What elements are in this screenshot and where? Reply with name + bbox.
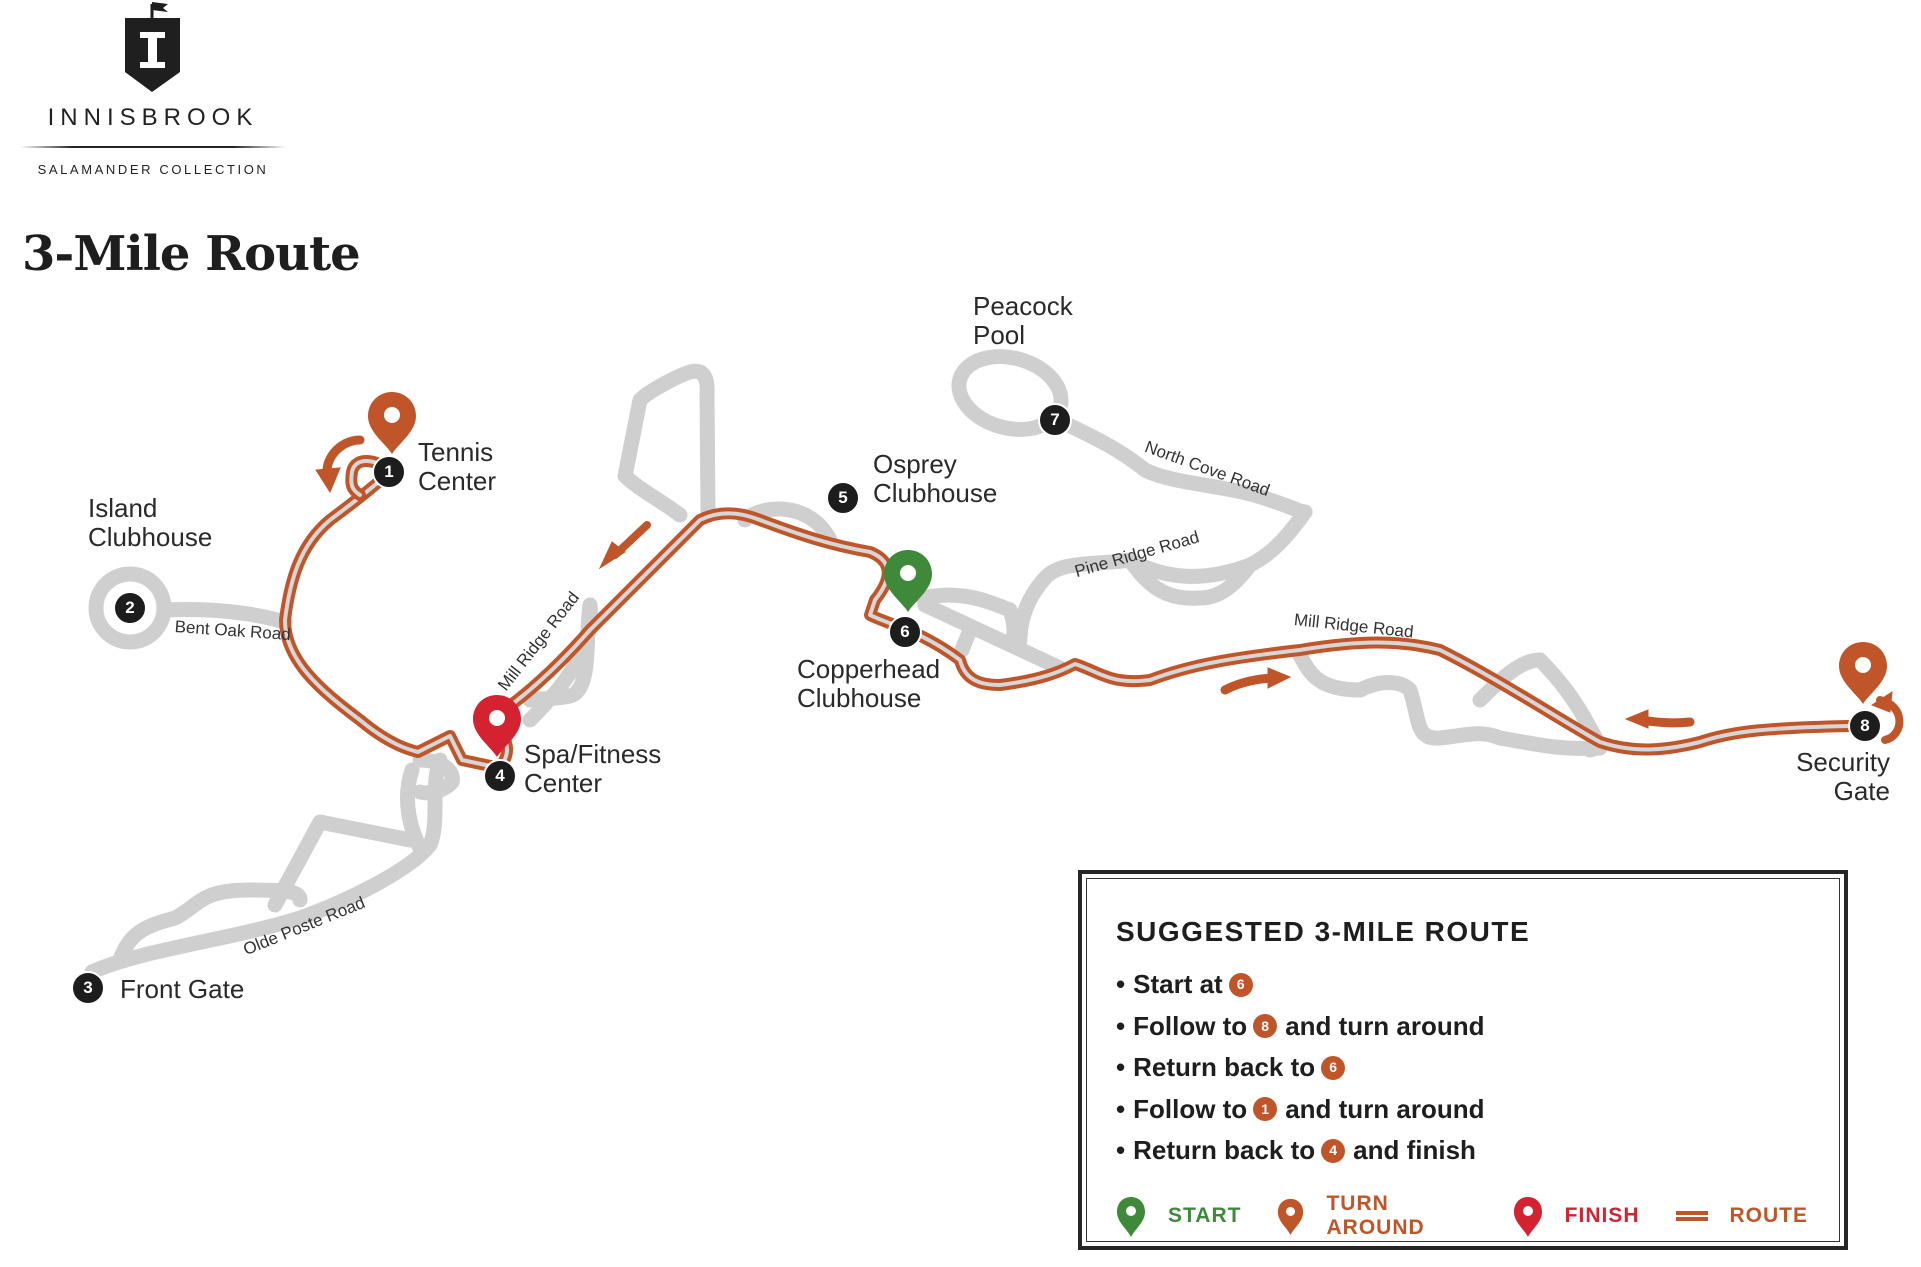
bullet: • (1116, 1052, 1126, 1082)
step-text: Return back to (1133, 1135, 1316, 1165)
legend-key-route: ROUTE (1675, 1204, 1809, 1228)
legend-key-finish: FINISH (1513, 1195, 1640, 1237)
legend-inner-border (1086, 878, 1840, 1242)
finish-pin-icon (1513, 1197, 1542, 1237)
place-label-security-gate: Security Gate (1796, 747, 1890, 806)
map-marker-7[interactable]: 7 (1038, 403, 1072, 437)
legend-key: START TURN AROUND FINISH ROUTE (1116, 1192, 1844, 1240)
map-marker-1[interactable]: 1 (372, 455, 406, 489)
finish-pin-icon (473, 695, 521, 757)
map-marker-2[interactable]: 2 (113, 591, 147, 625)
legend-key-turn-around: TURN AROUND (1277, 1192, 1476, 1240)
marker-badge: 6 (1321, 1055, 1346, 1080)
page-title: 3-Mile Route (22, 226, 361, 282)
direction-arrows (315, 435, 1904, 744)
step-text: Follow to (1133, 1093, 1248, 1124)
route-step: • Follow to 1 and turn around (1116, 1089, 1485, 1131)
bullet: • (1116, 1010, 1126, 1041)
brand-name: INNISBROOK (47, 104, 259, 131)
step-text: Return back to (1133, 1052, 1316, 1082)
bullet: • (1116, 969, 1126, 999)
legend-label-finish: FINISH (1564, 1204, 1640, 1227)
map-marker-3[interactable]: 3 (71, 971, 105, 1005)
legend-label-route: ROUTE (1729, 1204, 1808, 1227)
brand-subtitle: SALAMANDER COLLECTION (37, 162, 269, 177)
bullet: • (1116, 1093, 1126, 1124)
place-label-spa-fitness-center: Spa/Fitness Center (524, 739, 662, 798)
bullet: • (1116, 1135, 1126, 1165)
step-text-after: and finish (1353, 1135, 1476, 1165)
route-steps: • Start at 6 • Follow to 8 and turn arou… (1116, 964, 1485, 1172)
marker-badge: 8 (1253, 1014, 1278, 1039)
place-label-island-clubhouse: Island Clubhouse (88, 493, 213, 552)
turn-around-pin-icon (368, 392, 416, 454)
road-network (84, 349, 1608, 980)
legend-title: SUGGESTED 3-MILE ROUTE (1116, 916, 1531, 947)
step-text-after: and turn around (1285, 1010, 1485, 1041)
brand-divider (20, 146, 286, 148)
place-label-tennis-center: Tennis Center (418, 437, 497, 496)
legend-label-start: START (1168, 1204, 1242, 1227)
shield-flag-logo-icon (125, 2, 180, 92)
route-step: • Follow to 8 and turn around (1116, 1006, 1485, 1048)
place-label-osprey-clubhouse: Osprey Clubhouse (873, 449, 998, 508)
step-text: Follow to (1133, 1010, 1248, 1041)
legend-label-turn-around: TURN AROUND (1326, 1192, 1425, 1239)
start-pin-icon (1117, 1197, 1145, 1237)
legend-key-start: START (1116, 1195, 1241, 1237)
step-text: Start at (1133, 969, 1223, 999)
map-marker-6[interactable]: 6 (888, 615, 922, 649)
turn-around-pin-icon (1278, 1198, 1304, 1235)
place-label-peacock-pool: Peacock Pool (973, 291, 1073, 350)
map-marker-5[interactable]: 5 (826, 481, 860, 515)
marker-badge: 1 (1253, 1097, 1278, 1122)
marker-badge: 6 (1228, 972, 1253, 997)
route-step: • Return back to 4 and finish (1116, 1130, 1485, 1172)
marker-badge: 4 (1321, 1138, 1346, 1163)
route-line-icon (1675, 1211, 1708, 1221)
place-label-front-gate: Front Gate (120, 974, 245, 1004)
map-marker-4[interactable]: 4 (483, 759, 517, 793)
place-label-copperhead-clubhouse: Copperhead Clubhouse (797, 654, 941, 713)
turn-around-pin-icon (1839, 642, 1887, 704)
route-legend: SUGGESTED 3-MILE ROUTE • Start at 6 • Fo… (1078, 870, 1848, 1250)
route-step: • Return back to 6 (1116, 1047, 1485, 1089)
map-marker-8[interactable]: 8 (1848, 709, 1882, 743)
step-text-after: and turn around (1285, 1093, 1485, 1124)
route-step: • Start at 6 (1116, 964, 1485, 1006)
